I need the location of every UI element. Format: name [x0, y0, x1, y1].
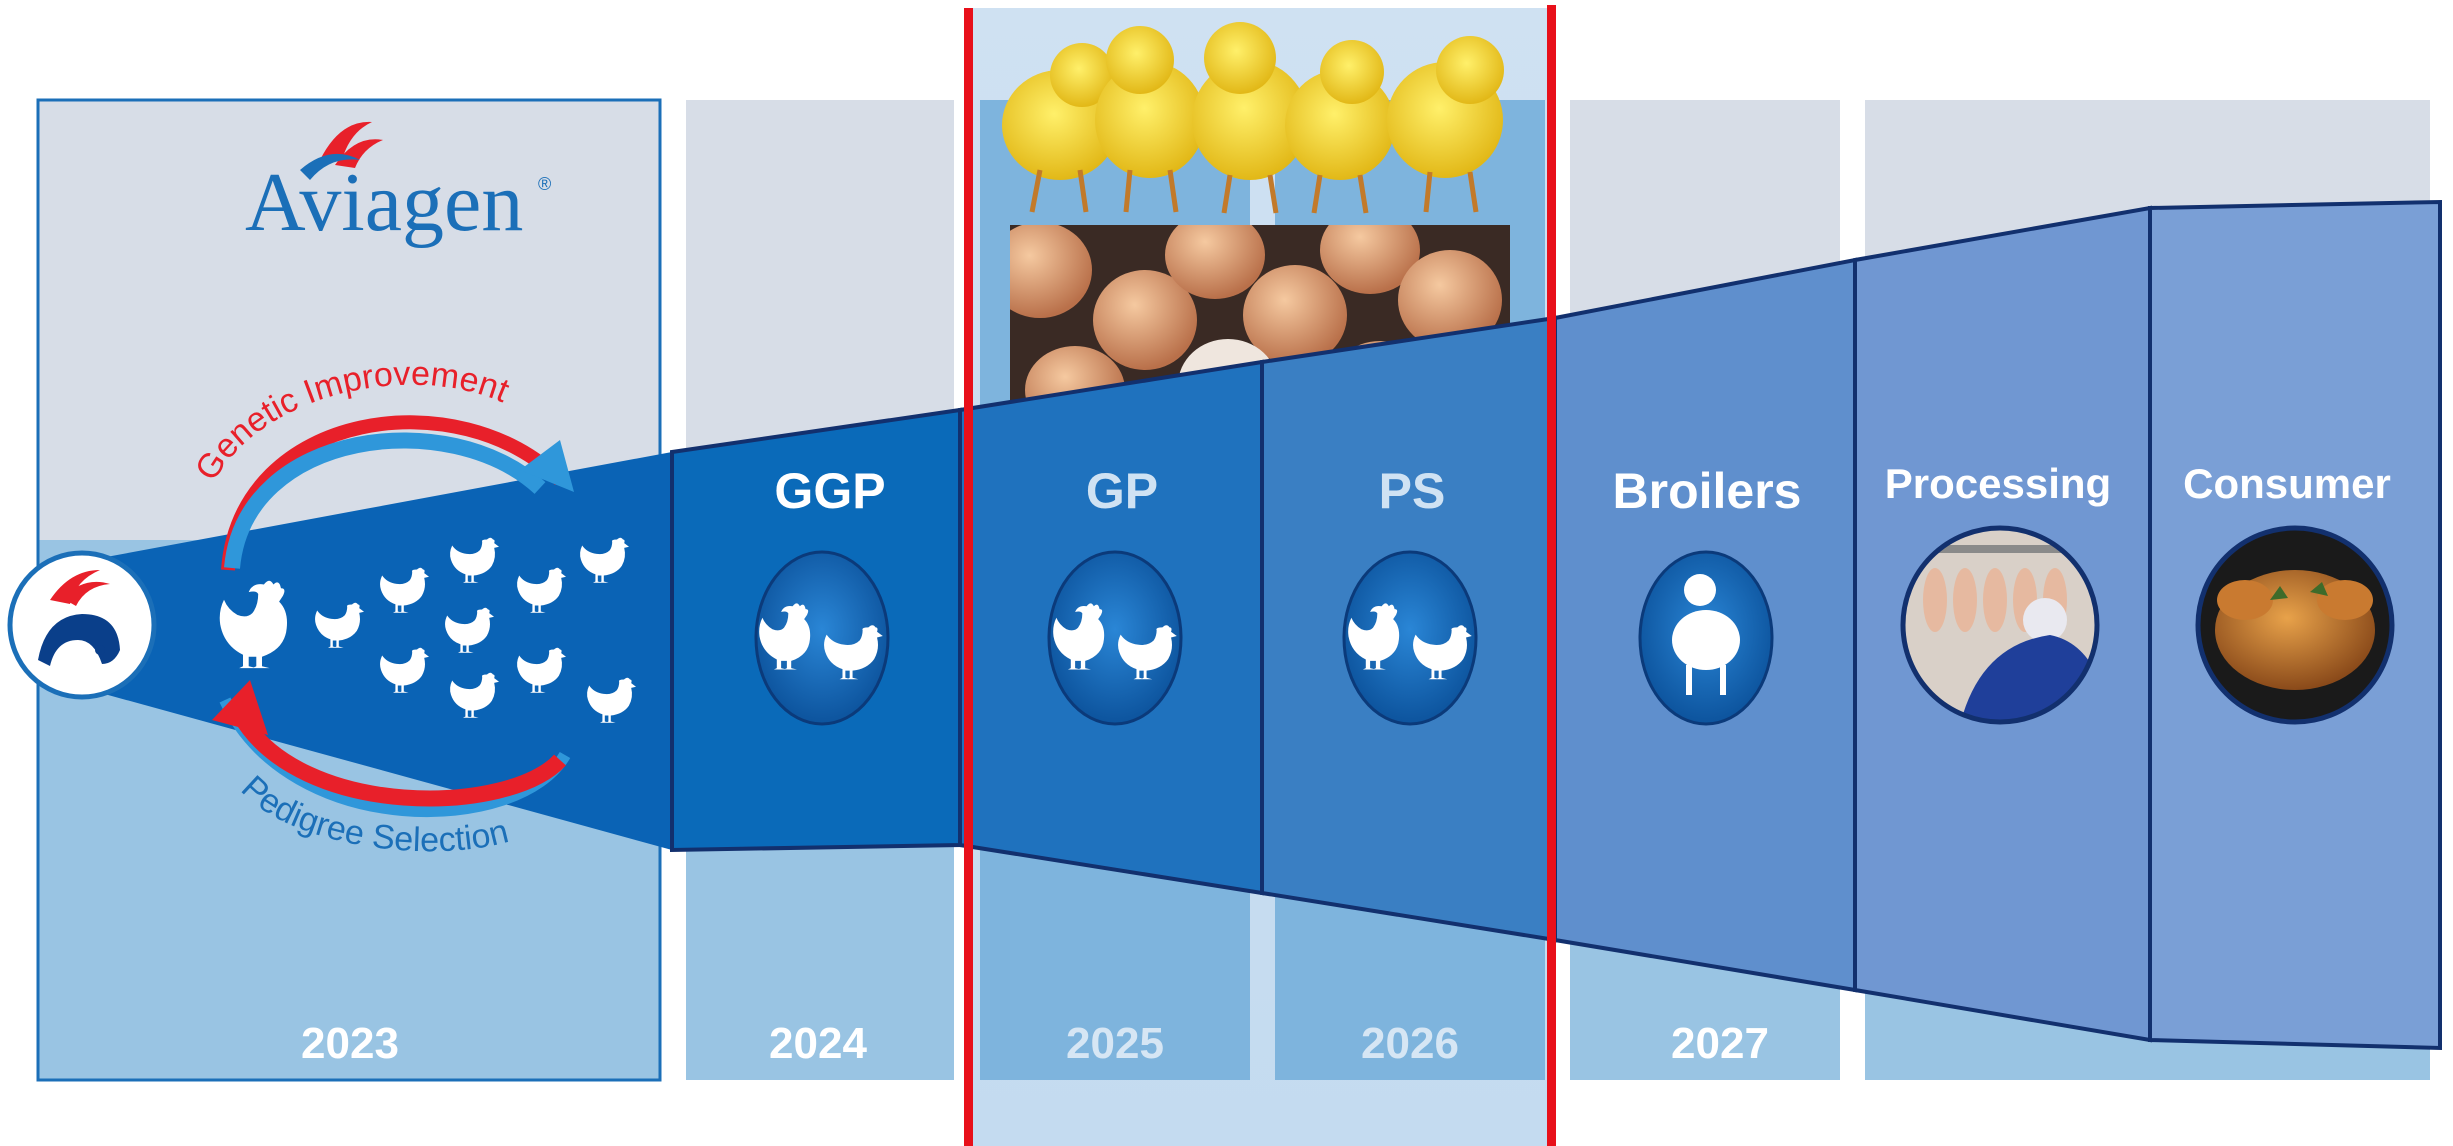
year-2024: 2024 — [769, 1019, 867, 1068]
stage-label-broilers: Broilers — [1613, 463, 1802, 519]
processing-plant-photo — [1900, 525, 2100, 725]
broiler-chicken-icon — [1672, 574, 1740, 695]
chicks-photo — [1002, 22, 1504, 214]
roast-chicken-photo — [2195, 525, 2395, 725]
registered-mark: ® — [538, 174, 551, 194]
stage-labels: GGP GP PS Broilers Processing Consumer — [774, 460, 2390, 519]
year-labels: 2023 2024 2025 2026 2027 — [301, 1019, 1769, 1068]
highlight-frame — [964, 5, 1556, 1146]
year-2027: 2027 — [1671, 1019, 1769, 1068]
stage-label-processing: Processing — [1885, 460, 2111, 507]
brand-name: Aviagen — [245, 156, 523, 249]
gp-egg-icon — [1047, 550, 1183, 726]
year-2023: 2023 — [301, 1019, 399, 1068]
ps-egg-icon — [1342, 550, 1478, 726]
aviagen-emblem-icon — [7, 550, 157, 700]
stage-label-ggp: GGP — [774, 463, 885, 519]
stage-label-ps: PS — [1379, 463, 1446, 519]
logo-flame-icon — [300, 121, 383, 180]
aviagen-logo: Aviagen ® — [245, 121, 551, 249]
year-2025: 2025 — [1066, 1019, 1164, 1068]
stage-label-consumer: Consumer — [2183, 460, 2391, 507]
year-2026: 2026 — [1361, 1019, 1459, 1068]
broilers-egg-icon — [1638, 550, 1774, 726]
ggp-egg-icon — [754, 550, 890, 726]
stage-label-gp: GP — [1086, 463, 1158, 519]
